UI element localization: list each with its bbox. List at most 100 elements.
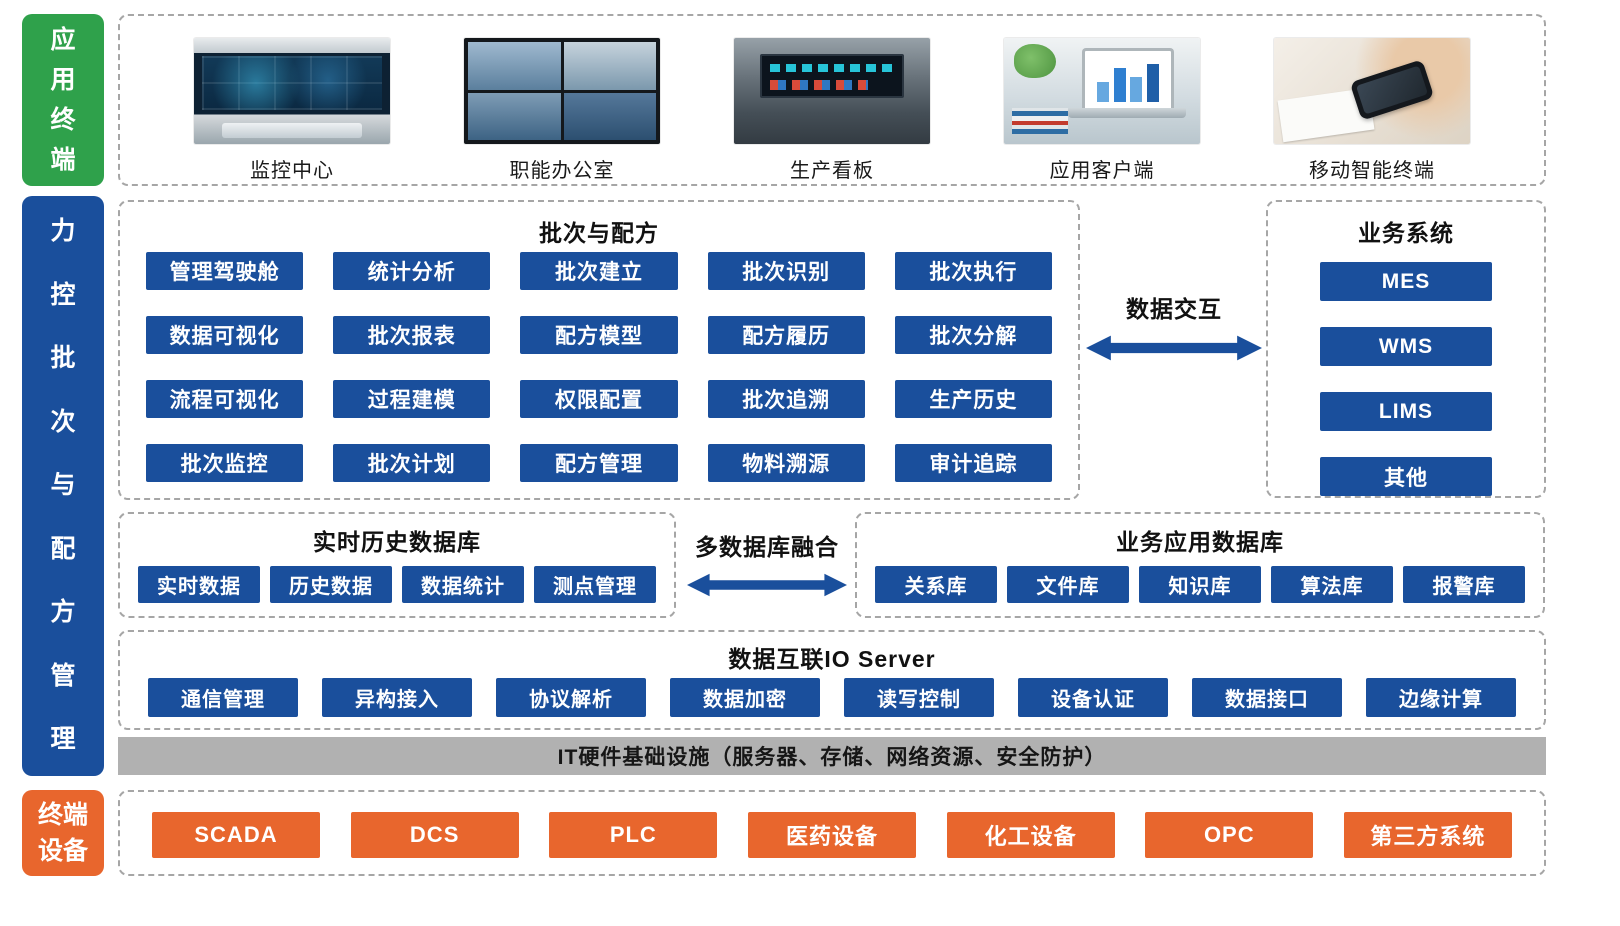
side-label-main-product-text: 力控批次与配方管理: [50, 217, 76, 754]
batch-function-box: 配方履历: [707, 316, 865, 354]
batch-function-box: 批次分解: [894, 316, 1052, 354]
monitoring-center-photo: [194, 38, 390, 144]
business-app-db-box: 算法库: [1271, 566, 1393, 603]
business-system-title: 业务系统: [1358, 220, 1454, 246]
device-box: 医药设备: [747, 812, 916, 858]
screen-tile: [563, 42, 656, 90]
realtime-db-list: 实时数据 历史数据 数据统计 测点管理: [138, 566, 656, 603]
production-kanban-photo: [734, 38, 930, 144]
business-system-box: LIMS: [1320, 392, 1492, 431]
terminal-caption: 移动智能终端: [1309, 160, 1435, 182]
terminal-functional-office: 职能办公室: [464, 38, 660, 183]
batch-function-box: 流程可视化: [146, 380, 304, 418]
batch-function-box: 权限配置: [520, 380, 678, 418]
books-graphic: [1012, 108, 1068, 134]
batch-function-box: 批次建立: [520, 252, 678, 290]
terminal-caption: 监控中心: [250, 160, 334, 182]
terminal-caption: 生产看板: [790, 160, 874, 182]
screen-tile: [468, 42, 561, 90]
device-box: 第三方系统: [1343, 812, 1512, 858]
it-infrastructure-text: IT硬件基础设施（服务器、存储、网络资源、安全防护）: [557, 746, 1107, 769]
realtime-db-box: 历史数据: [270, 566, 392, 603]
batch-function-box: 审计追踪: [894, 444, 1052, 482]
business-system-box: 其他: [1320, 457, 1492, 496]
batch-function-grid: 管理驾驶舱 统计分析 批次建立 批次识别 批次执行 数据可视化 批次报表 配方模…: [146, 252, 1052, 482]
batch-function-box: 批次监控: [146, 444, 304, 482]
batch-function-box: 生产历史: [894, 380, 1052, 418]
mobile-terminal-photo: [1274, 38, 1470, 144]
realtime-db-box: 数据统计: [402, 566, 524, 603]
business-app-db-section: 业务应用数据库 关系库 文件库 知识库 算法库 报警库: [855, 512, 1545, 618]
multi-db-fusion-label: 多数据库融合: [695, 534, 839, 560]
batch-function-box: 物料溯源: [707, 444, 865, 482]
device-box: PLC: [549, 812, 718, 858]
side-label-terminal-devices-text: 终端设备: [38, 800, 89, 865]
terminal-caption: 职能办公室: [509, 160, 615, 182]
business-app-db-title: 业务应用数据库: [1116, 529, 1284, 555]
io-server-box: 边缘计算: [1366, 678, 1516, 717]
multi-db-fusion-connector: 多数据库融合: [682, 528, 852, 598]
business-app-db-box: 知识库: [1139, 566, 1261, 603]
io-server-section: 数据互联IO Server 通信管理 异构接入 协议解析 数据加密 读写控制 设…: [118, 630, 1546, 730]
video-wall-graphic: [202, 56, 382, 110]
device-list: SCADA DCS PLC 医药设备 化工设备 OPC 第三方系统: [152, 812, 1512, 858]
side-label-application-terminal: 应用终端: [22, 14, 104, 186]
device-box: 化工设备: [946, 812, 1115, 858]
io-server-box: 设备认证: [1018, 678, 1168, 717]
io-server-box: 异构接入: [322, 678, 472, 717]
application-client-photo: [1004, 38, 1200, 144]
terminal-mobile-smart: 移动智能终端: [1274, 38, 1470, 183]
side-label-terminal-devices: 终端设备: [22, 790, 104, 876]
business-system-box: MES: [1320, 262, 1492, 301]
batch-function-box: 批次追溯: [707, 380, 865, 418]
side-label-main-product: 力控批次与配方管理: [22, 196, 104, 776]
realtime-db-box: 实时数据: [138, 566, 260, 603]
it-infrastructure-bar: IT硬件基础设施（服务器、存储、网络资源、安全防护）: [118, 737, 1546, 775]
business-app-db-list: 关系库 文件库 知识库 算法库 报警库: [875, 566, 1525, 603]
business-system-list: MES WMS LIMS 其他: [1320, 262, 1492, 496]
batch-function-box: 批次报表: [333, 316, 491, 354]
batch-function-box: 过程建模: [333, 380, 491, 418]
laptop-base-graphic: [1068, 108, 1186, 118]
business-app-db-box: 关系库: [875, 566, 997, 603]
batch-function-box: 统计分析: [333, 252, 491, 290]
batch-function-box: 配方管理: [520, 444, 678, 482]
batch-function-box: 批次执行: [894, 252, 1052, 290]
laptop-screen-graphic: [1082, 48, 1174, 108]
desk-graphic: [222, 123, 362, 138]
business-system-box: WMS: [1320, 327, 1492, 366]
screen-tile: [563, 92, 656, 140]
io-server-box: 数据加密: [670, 678, 820, 717]
io-server-list: 通信管理 异构接入 协议解析 数据加密 读写控制 设备认证 数据接口 边缘计算: [148, 678, 1516, 717]
batch-function-box: 批次识别: [707, 252, 865, 290]
batch-recipe-section: 批次与配方 管理驾驶舱 统计分析 批次建立 批次识别 批次执行 数据可视化 批次…: [118, 200, 1080, 500]
business-app-db-box: 报警库: [1403, 566, 1525, 603]
batch-function-box: 管理驾驶舱: [146, 252, 304, 290]
dashboard-graphic: [760, 54, 904, 98]
io-server-box: 读写控制: [844, 678, 994, 717]
batch-function-box: 批次计划: [333, 444, 491, 482]
batch-recipe-title: 批次与配方: [539, 220, 659, 246]
application-terminals-section: 监控中心 职能办公室 生产看板 应用客户端: [118, 14, 1546, 186]
realtime-db-box: 测点管理: [534, 566, 656, 603]
realtime-history-db-title: 实时历史数据库: [313, 529, 481, 555]
data-interaction-label: 数据交互: [1126, 296, 1222, 322]
phone-graphic: [1349, 59, 1435, 121]
terminal-monitoring-center: 监控中心: [194, 38, 390, 183]
side-label-application-terminal-text: 应用终端: [50, 26, 76, 174]
business-system-section: 业务系统 MES WMS LIMS 其他: [1266, 200, 1546, 498]
terminal-devices-section: SCADA DCS PLC 医药设备 化工设备 OPC 第三方系统: [118, 790, 1546, 876]
realtime-history-db-section: 实时历史数据库 实时数据 历史数据 数据统计 测点管理: [118, 512, 676, 618]
screen-tile: [468, 92, 561, 140]
io-server-box: 通信管理: [148, 678, 298, 717]
device-box: OPC: [1145, 812, 1314, 858]
io-server-box: 协议解析: [496, 678, 646, 717]
business-app-db-box: 文件库: [1007, 566, 1129, 603]
device-box: SCADA: [152, 812, 320, 858]
double-arrow-icon: [687, 573, 847, 597]
terminal-production-kanban: 生产看板: [734, 38, 930, 183]
double-arrow-icon: [1086, 335, 1262, 361]
functional-office-photo: [464, 38, 660, 144]
io-server-title: 数据互联IO Server: [728, 646, 936, 672]
